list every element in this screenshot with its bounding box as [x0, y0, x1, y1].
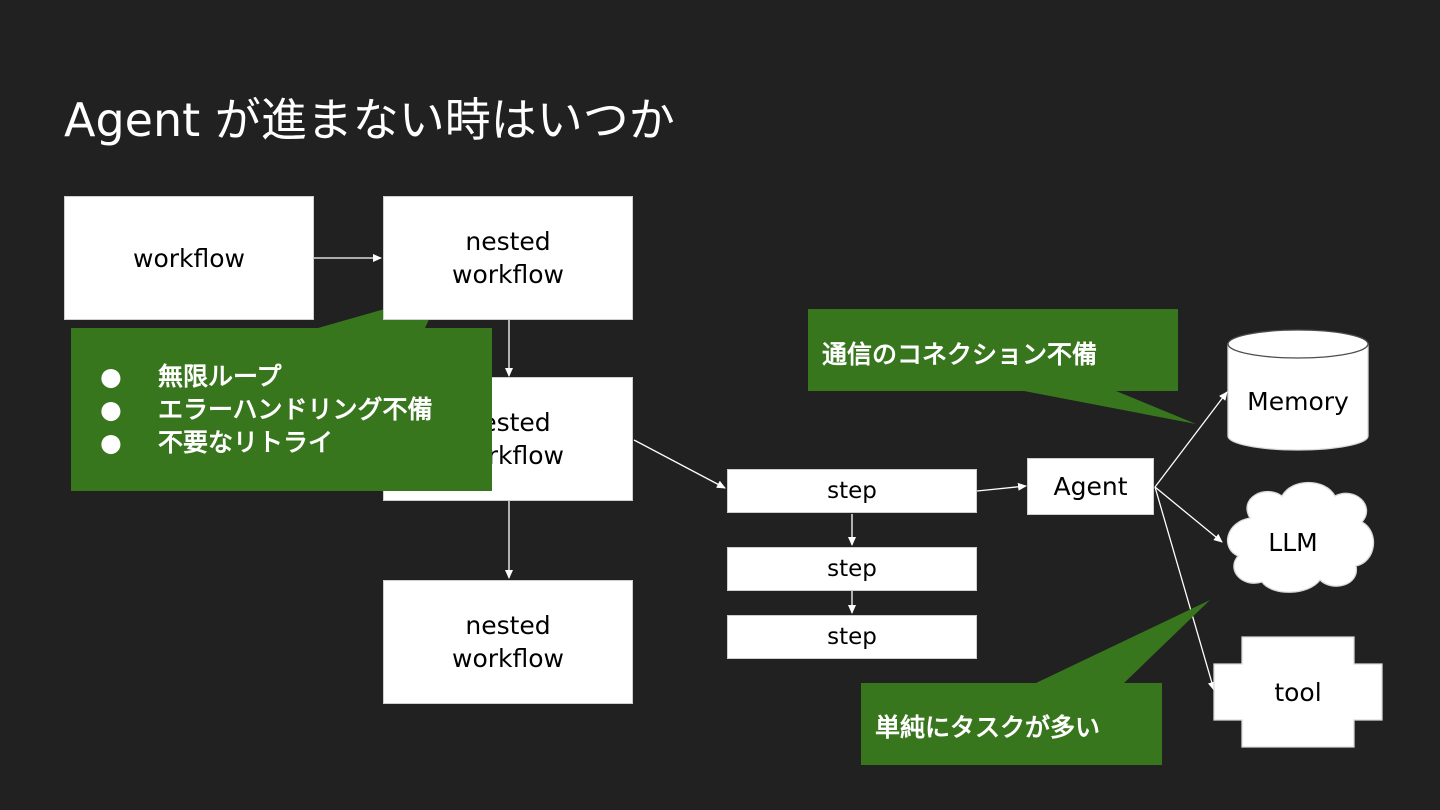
callout-connection-text: 通信のコネクション不備 — [822, 340, 1098, 369]
callout-tasks-shape — [861, 600, 1210, 765]
arrow-icon — [976, 482, 1027, 492]
workflow-label: workflow — [452, 260, 564, 289]
step-box-2: step — [727, 547, 977, 591]
list-item: ● 無限ループ — [100, 360, 433, 393]
step-label: step — [827, 555, 877, 582]
arrow-icon — [1154, 486, 1216, 691]
cloud-icon: LLM — [1227, 482, 1375, 593]
workflow-label: workflow — [452, 644, 564, 673]
list-item-label: 無限ループ — [158, 362, 282, 391]
tool-label: tool — [1274, 678, 1321, 707]
list-item-label: エラーハンドリング不備 — [158, 395, 433, 424]
connector-lines — [314, 254, 1228, 691]
workflow-label: workflow — [133, 243, 245, 273]
callout-loop-list: ● 無限ループ ● エラーハンドリング不備 ● 不要なリトライ — [100, 360, 433, 459]
step-box-3: step — [727, 615, 977, 659]
nested-label: nested — [465, 408, 551, 437]
step-box-1: step — [727, 469, 977, 513]
arrow-icon — [1154, 486, 1223, 543]
llm-label: LLM — [1268, 528, 1317, 557]
list-item: ● 不要なリトライ — [100, 426, 433, 459]
list-item-label: 不要なリトライ — [158, 428, 334, 457]
agent-box: Agent — [1027, 458, 1154, 515]
step-label: step — [827, 623, 877, 650]
callout-connection-shape — [808, 309, 1196, 424]
arrow-icon — [633, 439, 726, 489]
list-item: ● エラーハンドリング不備 — [100, 393, 433, 426]
callout-tasks-text: 単純にタスクが多い — [875, 713, 1101, 742]
workflow-box: workflow — [64, 196, 314, 320]
nested-label: nested — [465, 227, 551, 256]
arrow-icon — [1154, 391, 1228, 488]
nested-label: nested — [465, 611, 551, 640]
nested-workflow-box-3: nested workflow — [383, 580, 633, 704]
cylinder-icon: Memory — [1227, 329, 1369, 451]
bullet-icon: ● — [100, 395, 122, 424]
agent-label: Agent — [1053, 472, 1128, 501]
step-label: step — [827, 477, 877, 504]
nested-workflow-box-1: nested workflow — [383, 196, 633, 320]
slide-title: Agent が進まない時はいつか — [64, 93, 675, 147]
plus-shape-icon: tool — [1213, 636, 1383, 748]
bullet-icon: ● — [100, 362, 122, 391]
workflow-label: workflow — [452, 441, 564, 470]
bullet-icon: ● — [100, 428, 122, 457]
memory-label: Memory — [1247, 387, 1349, 416]
